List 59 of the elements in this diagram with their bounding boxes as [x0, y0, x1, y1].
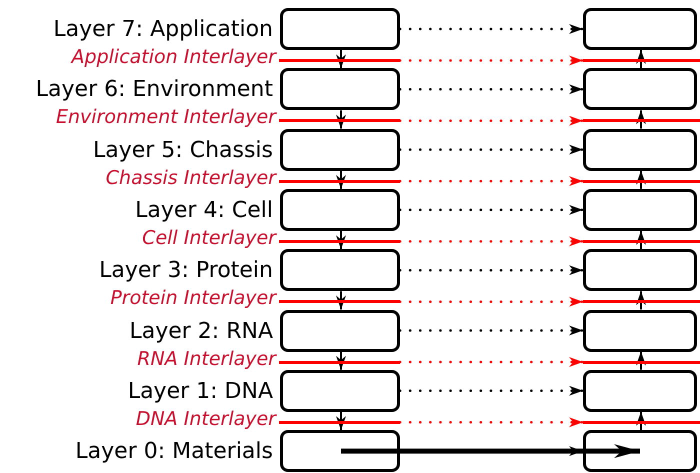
dotted-arrow [398, 84, 584, 94]
arrow [636, 352, 646, 370]
interlayer-line [583, 300, 700, 304]
arrow [636, 110, 646, 129]
arrow [336, 291, 346, 310]
layer-box [583, 310, 697, 352]
layer-label: Layer 3: Protein [99, 258, 273, 284]
dotted-arrow [398, 204, 584, 215]
dotted-arrow [398, 265, 584, 276]
dotted-arrow [398, 56, 584, 66]
layer-label: Layer 1: DNA [128, 378, 273, 404]
arrow [336, 352, 346, 370]
interlayer-line [583, 240, 700, 243]
dotted-arrow [398, 357, 584, 367]
layer-label: Layer 2: RNA [129, 318, 273, 344]
layer-box [583, 249, 697, 292]
arrow [636, 291, 646, 310]
dotted-arrow [398, 417, 584, 428]
interlayer-line [583, 59, 700, 62]
arrow [336, 50, 346, 68]
arrow [636, 170, 646, 189]
arrow [336, 110, 346, 129]
layer-box [583, 8, 697, 50]
arrow [336, 230, 346, 250]
dotted-arrow [398, 24, 584, 34]
layer-box [583, 188, 697, 231]
dotted-arrow [398, 176, 584, 186]
dotted-arrow [398, 144, 584, 155]
dotted-arrow [398, 386, 584, 396]
dotted-arrow [398, 116, 584, 126]
arrow [336, 170, 346, 189]
layer-label: Layer 4: Cell [135, 198, 273, 223]
layer-label: Layer 0: Materials [75, 439, 273, 464]
layer-box [583, 430, 697, 472]
interlayer-label: Application Interlayer [72, 46, 276, 68]
interlayer-line [583, 420, 700, 424]
interlayer-label: Chassis Interlayer [106, 166, 276, 189]
arrow [636, 50, 646, 68]
layer-label: Layer 6: Environment [36, 77, 273, 102]
arrow [341, 444, 640, 458]
arrow [636, 412, 646, 430]
interlayer-line [583, 360, 700, 364]
interlayer-label: Environment Interlayer [56, 106, 276, 128]
interlayer-line [583, 119, 700, 122]
interlayer-label: Cell Interlayer [142, 226, 276, 249]
layer-label: Layer 7: Application [53, 17, 273, 42]
interlayer-label: RNA Interlayer [137, 348, 276, 370]
arrow [636, 230, 646, 250]
layer-box [583, 128, 697, 171]
dotted-arrow [398, 236, 584, 246]
interlayer-line [583, 180, 700, 183]
dotted-arrow [398, 296, 584, 307]
layer-label: Layer 5: Chassis [92, 138, 273, 163]
layer-box [583, 68, 697, 110]
dotted-arrow [398, 326, 584, 336]
interlayer-label: DNA Interlayer [136, 408, 276, 430]
arrow [336, 412, 346, 430]
interlayer-label: Protein Interlayer [110, 287, 276, 310]
layer-box [583, 370, 697, 412]
